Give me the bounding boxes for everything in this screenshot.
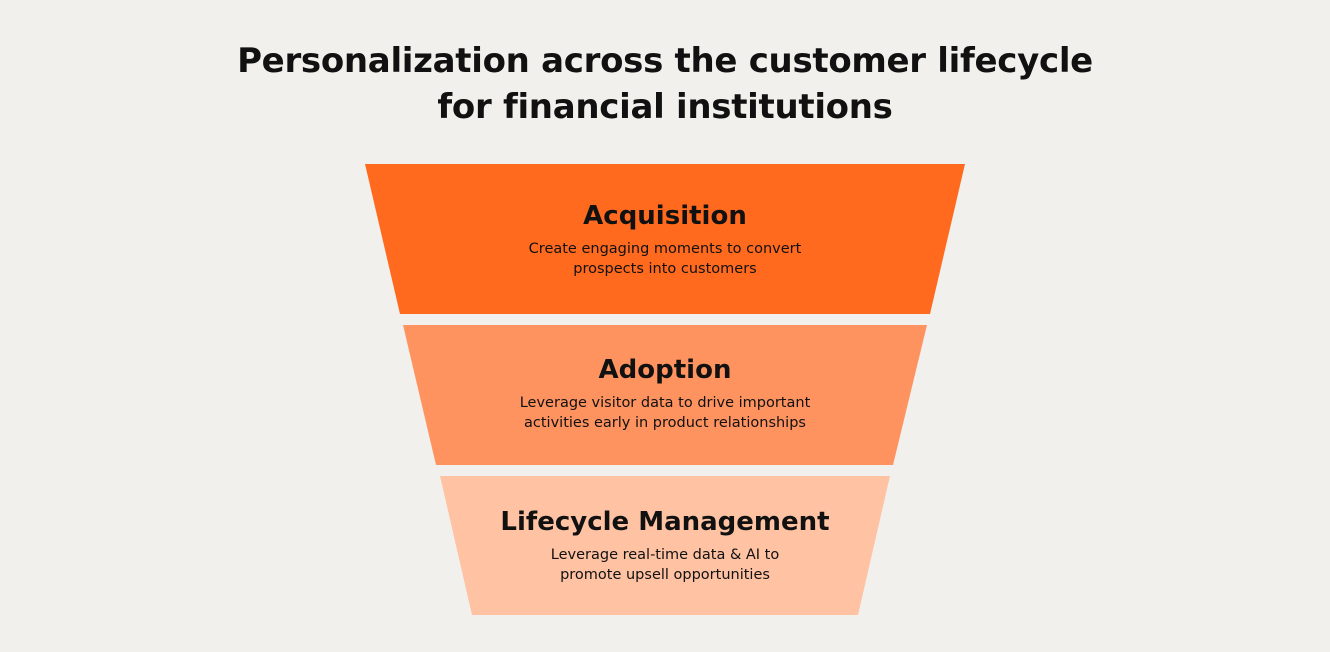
stage-acquisition: Acquisition Create engaging moments to c…	[415, 199, 915, 279]
stage-title: Lifecycle Management	[500, 507, 830, 537]
funnel-segment-adoption	[403, 325, 927, 465]
stage-title: Adoption	[598, 355, 732, 385]
stage-description: Leverage real-time data & AI to promote …	[550, 547, 780, 583]
stage-adoption: Adoption Leverage visitor data to drive …	[415, 353, 915, 433]
title-line-1: Personalization across the customer life…	[237, 41, 1093, 81]
diagram-title: Personalization across the customer life…	[0, 38, 1330, 130]
funnel-segment-lifecycle	[440, 476, 890, 615]
title-line-2: for financial institutions	[437, 87, 893, 127]
stage-title: Acquisition	[583, 201, 747, 231]
funnel-segment-acquisition	[365, 164, 965, 314]
stage-lifecycle-management: Lifecycle Management Leverage real-time …	[415, 505, 915, 585]
stage-description: Create engaging moments to convert prosp…	[528, 241, 802, 277]
stage-description: Leverage visitor data to drive important…	[519, 395, 811, 431]
